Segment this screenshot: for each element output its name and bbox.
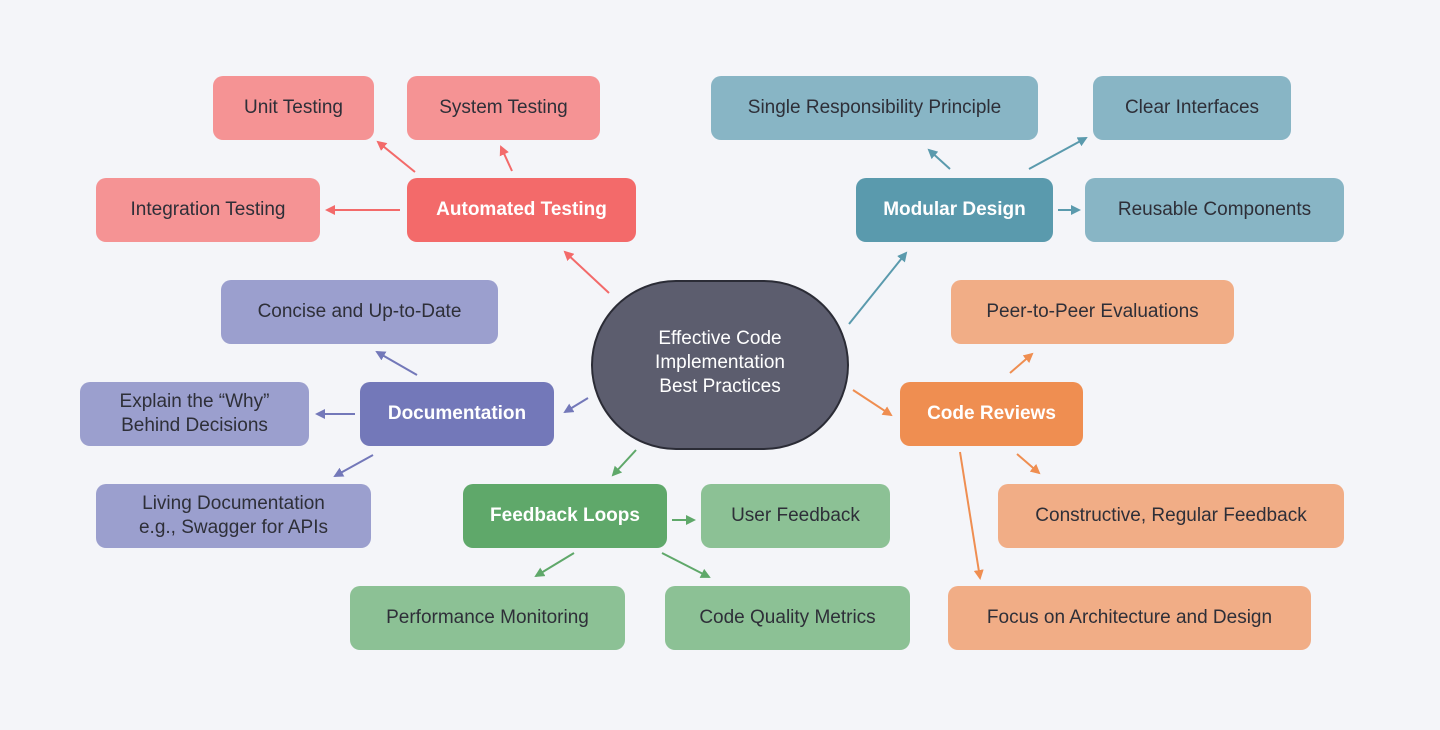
edge-center-to-modular-design bbox=[848, 251, 908, 325]
edge-documentation-to-living-docs bbox=[333, 454, 374, 477]
branch-documentation[interactable]: Documentation bbox=[360, 382, 554, 446]
edge-code-reviews-to-peer bbox=[1009, 352, 1034, 374]
edge-feedback-to-performance bbox=[534, 552, 575, 578]
leaf-clear-interfaces[interactable]: Clear Interfaces bbox=[1093, 76, 1291, 140]
edge-automated-to-system-testing bbox=[499, 145, 513, 172]
leaf-reusable-components[interactable]: Reusable Components bbox=[1085, 178, 1344, 242]
leaf-code-quality-metrics[interactable]: Code Quality Metrics bbox=[665, 586, 910, 650]
edge-modular-to-single-responsibility bbox=[927, 148, 951, 170]
edge-feedback-to-code-quality bbox=[661, 552, 711, 578]
leaf-unit-testing[interactable]: Unit Testing bbox=[213, 76, 374, 140]
central-topic[interactable]: Effective Code Implementation Best Pract… bbox=[591, 280, 849, 450]
leaf-concise-and-up-to-date[interactable]: Concise and Up-to-Date bbox=[221, 280, 498, 344]
branch-automated-testing[interactable]: Automated Testing bbox=[407, 178, 636, 242]
edge-code-reviews-to-constructive bbox=[1016, 453, 1041, 475]
edge-modular-to-clear-interfaces bbox=[1028, 137, 1088, 170]
leaf-integration-testing[interactable]: Integration Testing bbox=[96, 178, 320, 242]
leaf-constructive-regular-feedback[interactable]: Constructive, Regular Feedback bbox=[998, 484, 1344, 548]
leaf-peer-to-peer-evaluations[interactable]: Peer-to-Peer Evaluations bbox=[951, 280, 1234, 344]
edge-center-to-documentation bbox=[563, 397, 589, 414]
leaf-focus-on-architecture-and-design[interactable]: Focus on Architecture and Design bbox=[948, 586, 1311, 650]
edge-center-to-feedback-loops bbox=[611, 449, 637, 477]
branch-code-reviews[interactable]: Code Reviews bbox=[900, 382, 1083, 446]
leaf-explain-the-why[interactable]: Explain the “Why” Behind Decisions bbox=[80, 382, 309, 446]
leaf-system-testing[interactable]: System Testing bbox=[407, 76, 600, 140]
branch-modular-design[interactable]: Modular Design bbox=[856, 178, 1053, 242]
edge-code-reviews-to-architecture bbox=[959, 451, 984, 580]
edge-automated-to-unit-testing bbox=[376, 140, 416, 173]
edge-center-to-code-reviews bbox=[852, 389, 893, 417]
edge-documentation-to-concise bbox=[375, 351, 418, 376]
leaf-single-responsibility-principle[interactable]: Single Responsibility Principle bbox=[711, 76, 1038, 140]
branch-feedback-loops[interactable]: Feedback Loops bbox=[463, 484, 667, 548]
edge-center-to-automated-testing bbox=[563, 250, 610, 294]
leaf-performance-monitoring[interactable]: Performance Monitoring bbox=[350, 586, 625, 650]
leaf-living-documentation[interactable]: Living Documentation e.g., Swagger for A… bbox=[96, 484, 371, 548]
leaf-user-feedback[interactable]: User Feedback bbox=[701, 484, 890, 548]
